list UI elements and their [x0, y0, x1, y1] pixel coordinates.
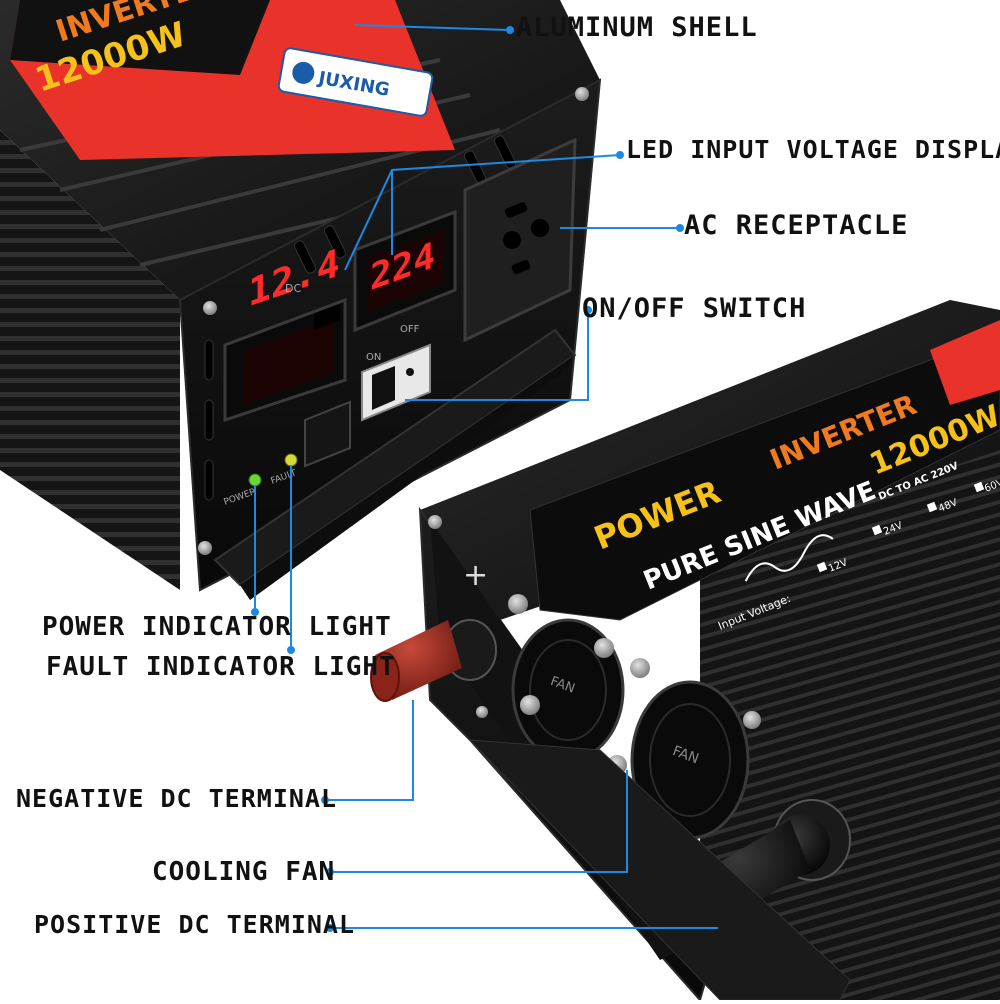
screw-icon — [575, 87, 589, 101]
leader-dot-icon — [326, 924, 334, 932]
remote-port-slot — [314, 304, 340, 330]
callout-negative-terminal: NEGATIVE DC TERMINAL — [16, 784, 338, 813]
callout-power-indicator: POWER INDICATOR LIGHT — [42, 612, 392, 642]
callout-fault-indicator: FAULT INDICATOR LIGHT — [46, 652, 396, 682]
negative-dc-terminal[interactable] — [370, 619, 497, 702]
leader-dot-icon — [506, 26, 514, 34]
front-inverter: INVERTER 12000W JUXING 12.4 DC 224 — [0, 0, 602, 600]
screw-icon — [428, 515, 442, 529]
leader-dot-icon — [287, 646, 295, 654]
sine-wave-icon — [744, 534, 834, 582]
rear-red-corner — [930, 320, 1000, 405]
screw-icon — [743, 711, 761, 729]
dc-display-screen — [243, 318, 333, 405]
callout-cooling-fan: COOLING FAN — [152, 857, 336, 887]
leader-dot-icon — [251, 608, 259, 616]
voltage-options: 12V 24V 48V 60V — [816, 477, 1000, 575]
leader-cooling-fan — [330, 770, 628, 873]
brand-badge: JUXING — [277, 47, 434, 117]
screw-icon — [630, 658, 650, 678]
screw-icon — [520, 695, 540, 715]
ac-display-screen — [368, 230, 444, 312]
screw-icon — [203, 301, 217, 315]
remote-port[interactable] — [304, 400, 351, 468]
cooling-fan-right: FAN — [630, 680, 750, 840]
front-side-heatsink — [0, 130, 180, 590]
leader-on-off-switch — [405, 310, 589, 401]
fault-led-icon — [284, 453, 298, 467]
leader-negative-terminal — [325, 700, 414, 801]
dc-tag: DC — [285, 282, 301, 295]
leader-dot-icon — [616, 151, 624, 159]
voltage-checkbox-icon — [871, 524, 883, 536]
switch-indicator-icon — [406, 368, 414, 376]
brand-logo-icon — [292, 61, 315, 84]
cooling-fan-left: FAN — [511, 618, 625, 762]
off-tag: OFF — [400, 324, 420, 335]
voltage-checkbox-icon — [926, 501, 938, 513]
front-label-black-band — [10, 0, 270, 75]
on-tag: ON — [366, 352, 381, 363]
callout-on-off-switch: ON/OFF SWITCH — [582, 293, 807, 324]
leader-lines — [251, 24, 718, 932]
rear-mounting-flange — [468, 739, 851, 1001]
screw-icon — [594, 638, 614, 658]
leader-aluminum-shell — [354, 24, 511, 31]
leader-dot-icon — [676, 224, 684, 232]
callout-ac-receptacle: AC RECEPTACLE — [684, 210, 909, 241]
positive-sign-icon: + — [463, 558, 488, 593]
ac-socket-holes — [503, 202, 549, 275]
flange-edge — [240, 355, 575, 600]
power-led-icon — [248, 473, 262, 487]
voltage-checkbox-icon — [973, 481, 985, 493]
screw-icon — [508, 594, 528, 614]
callout-led-display: LED INPUT VOLTAGE DISPLAY — [626, 135, 1000, 164]
rear-inverter: POWER INVERTER PURE SINE WAVE 12000W DC … — [370, 300, 1000, 1003]
callout-positive-terminal: POSITIVE DC TERMINAL — [34, 910, 356, 939]
callout-aluminum-shell: ALUMINUM SHELL — [516, 12, 758, 43]
screw-icon — [476, 706, 488, 718]
leader-dot-icon — [321, 796, 329, 804]
leader-dot-icon — [584, 306, 592, 314]
switch-rocker — [372, 366, 395, 410]
front-vent-slots — [204, 135, 517, 501]
leader-dot-icon — [326, 868, 334, 876]
voltage-checkbox-icon — [816, 561, 828, 573]
screw-icon — [198, 541, 212, 555]
